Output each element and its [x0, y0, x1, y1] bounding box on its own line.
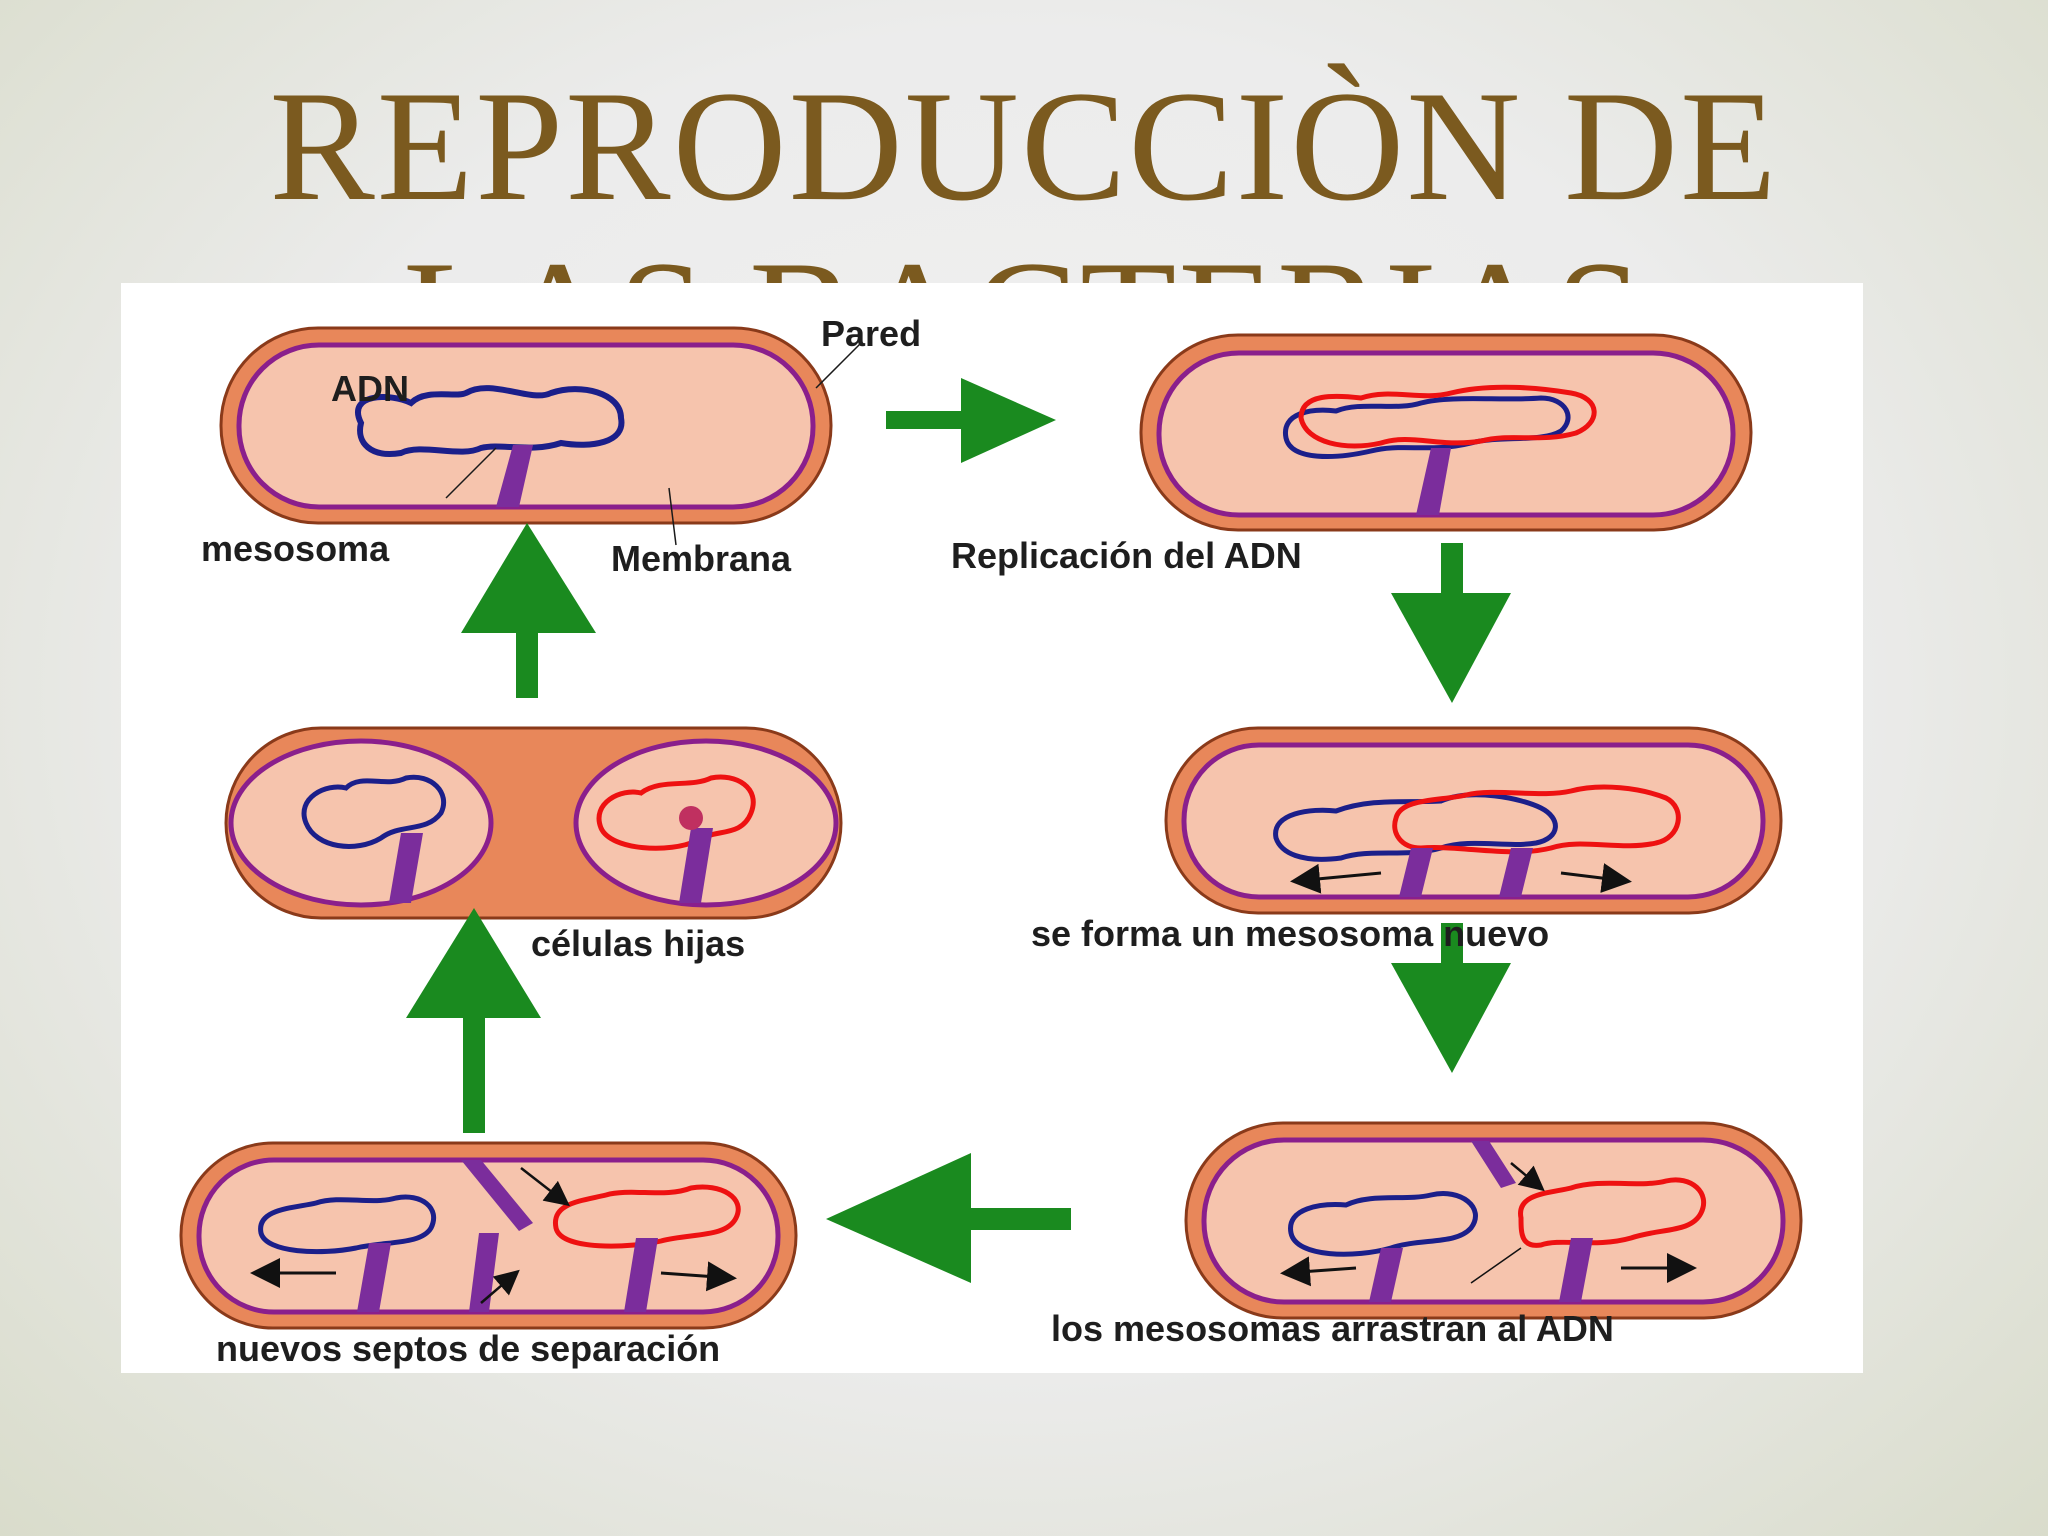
bacterial-reproduction-diagram: Pared ADN mesosoma Membrana Replicación …: [121, 283, 1863, 1373]
cell-new-septa: [179, 1141, 798, 1330]
green-arrow-right-top: [886, 378, 1056, 463]
green-arrow-down-upper: [1391, 543, 1511, 703]
green-arrow-left-bottom: [826, 1153, 1071, 1283]
cell-initial: [219, 326, 862, 546]
label-membrana: Membrana: [611, 538, 792, 579]
cell-dna-replication: [1139, 333, 1753, 532]
label-pared: Pared: [821, 313, 922, 354]
title-line-1: REPRODUCCIÒN DE: [269, 62, 1779, 234]
label-nuevo-mesosoma: se forma un mesosoma nuevo: [1031, 913, 1550, 954]
label-hijas: células hijas: [531, 923, 746, 964]
cell-new-mesosome: [1164, 726, 1783, 915]
green-arrow-up-lower: [406, 908, 541, 1133]
label-adn: ADN: [331, 368, 409, 409]
label-septos: nuevos septos de separación: [216, 1328, 721, 1369]
green-arrow-up-upper: [461, 523, 596, 698]
label-arrastran: los mesosomas arrastran al ADN: [1051, 1308, 1614, 1349]
green-arrow-down-lower: [1391, 923, 1511, 1073]
slide-title: REPRODUCCIÒN DE LAS BACTERIAS: [0, 62, 2048, 312]
cell-mesosomes-drag-dna: [1184, 1121, 1803, 1320]
diagram-canvas: [179, 326, 1803, 1330]
label-replicacion: Replicación del ADN: [951, 535, 1302, 576]
cell-daughter-cells: [224, 726, 843, 920]
label-mesosoma: mesosoma: [201, 528, 390, 569]
